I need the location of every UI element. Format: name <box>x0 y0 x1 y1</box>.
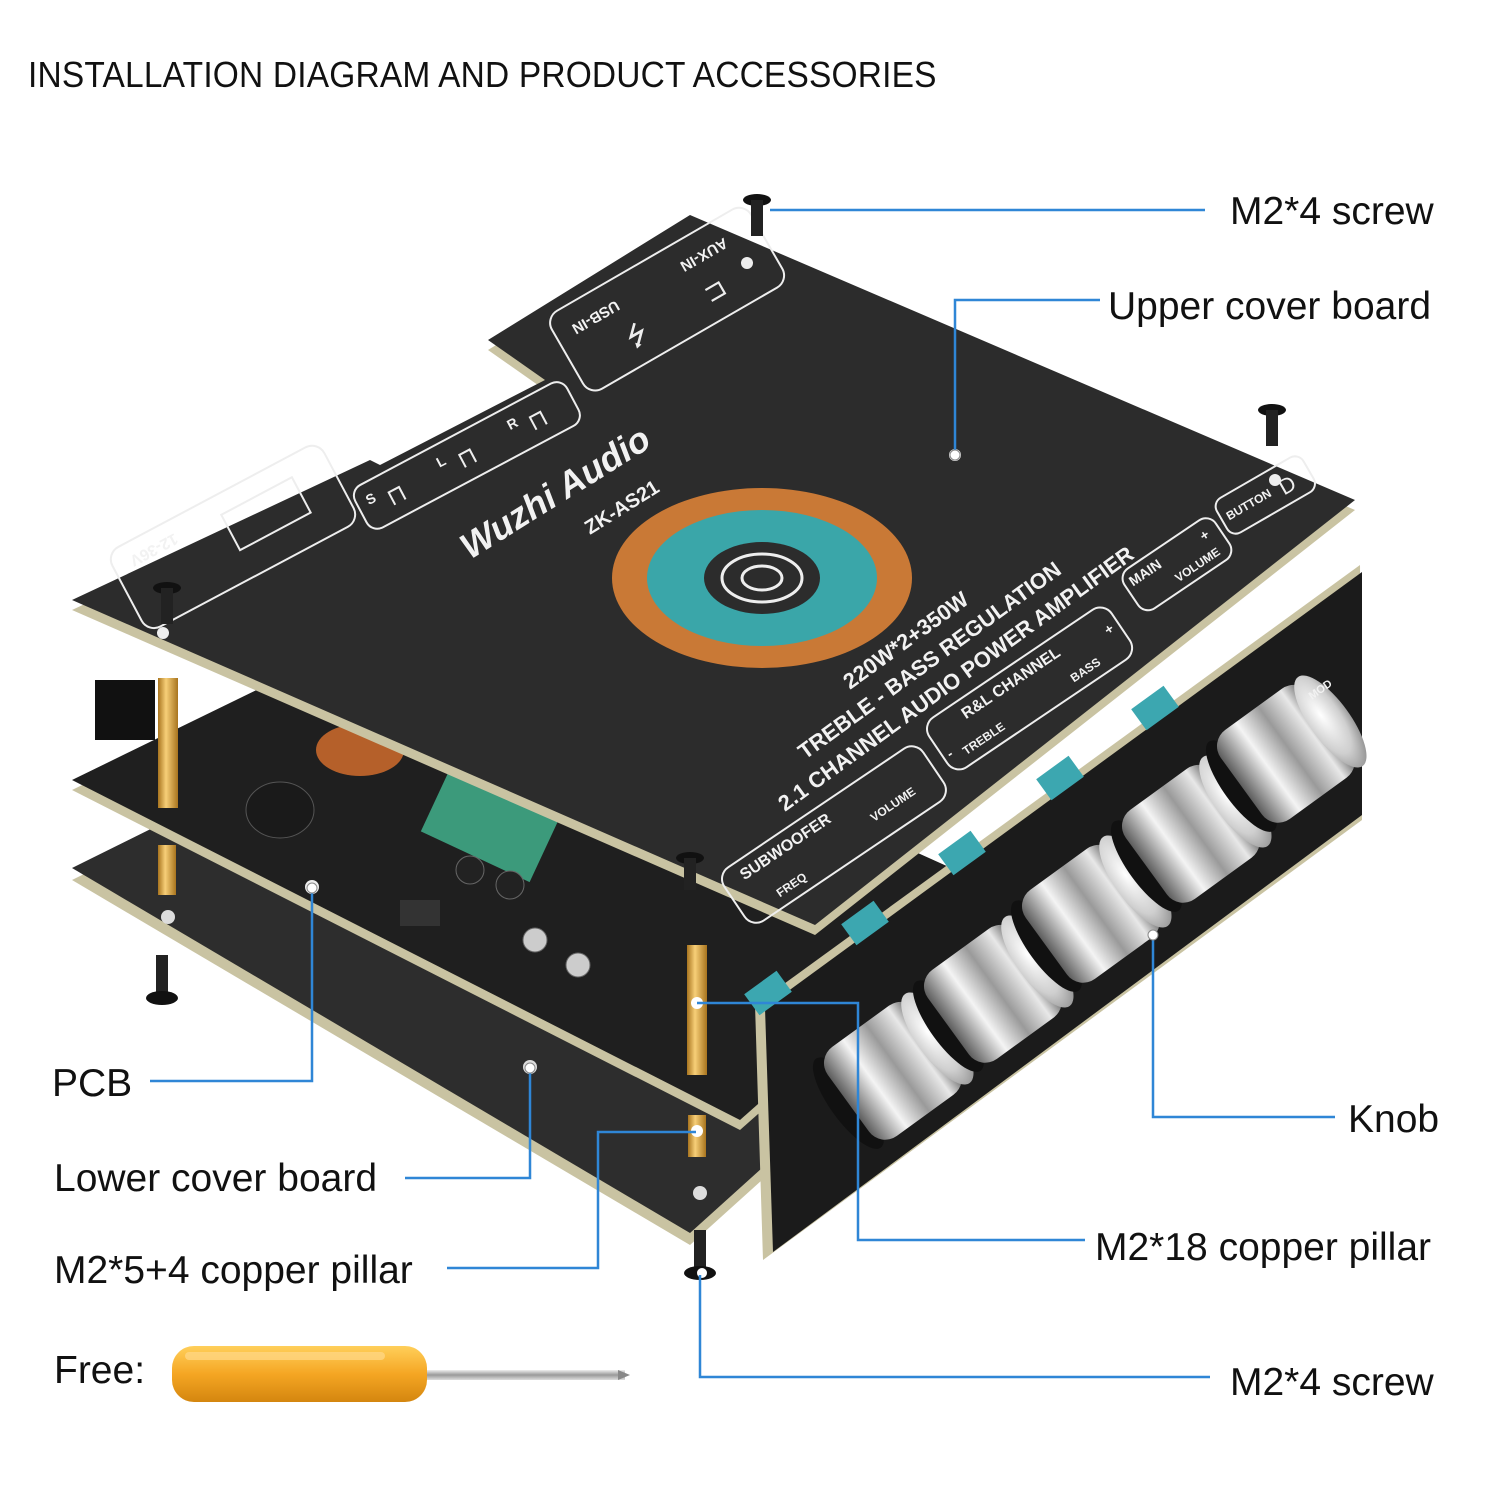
capacitor <box>495 870 525 900</box>
screw-icon <box>743 194 771 236</box>
leader-short-pillar <box>447 1130 696 1270</box>
callout-long-pillar: M2*18 copper pillar <box>1095 1226 1432 1269</box>
page-title: INSTALLATION DIAGRAM AND PRODUCT ACCESSO… <box>28 54 937 95</box>
mount-hole <box>161 910 175 924</box>
callout-screw-bottom: M2*4 screw <box>1230 1361 1434 1404</box>
inductor <box>245 781 315 839</box>
callout-pcb: PCB <box>52 1062 133 1105</box>
leader-knob <box>1151 935 1335 1119</box>
leader-lines <box>150 208 1335 1379</box>
knob[interactable] <box>1194 665 1378 841</box>
knob[interactable] <box>999 825 1183 1001</box>
mount-hole <box>693 1186 707 1200</box>
screw-icon <box>1258 404 1286 446</box>
callout-short-pillar: M2*5+4 copper pillar <box>54 1249 413 1292</box>
callout-upper-cover-board: Upper cover board <box>1108 285 1432 328</box>
capacitor <box>455 855 485 885</box>
leader-pcb <box>150 888 314 1083</box>
capacitor <box>522 927 548 953</box>
capacitor-bank <box>420 767 560 883</box>
mount-hole <box>1269 474 1281 486</box>
callout-knob: Knob <box>1348 1098 1440 1141</box>
terminal-icon <box>219 475 313 552</box>
leader-long-pillar <box>697 1001 1085 1242</box>
short-copper-pillar <box>158 845 706 1157</box>
dc-jack <box>95 680 155 740</box>
screw-icon <box>684 1230 716 1280</box>
leader-lower-cover <box>405 1068 532 1180</box>
screw-icon <box>153 582 181 624</box>
callout-free: Free: <box>54 1349 146 1392</box>
mount-hole <box>741 257 753 269</box>
screw-icon <box>146 955 178 1005</box>
upper-cover-board: Wuzhi Audio ZK-AS21 220W*2+350W TREBLE -… <box>72 206 1355 935</box>
capacitor <box>565 952 591 978</box>
chip <box>400 900 440 926</box>
long-copper-pillar <box>158 678 707 1075</box>
screw-icon <box>676 852 704 890</box>
screwdriver-icon <box>172 1346 630 1402</box>
leader-screw-bottom <box>698 1275 1210 1379</box>
leader-upper-cover <box>953 298 1100 455</box>
mount-hole <box>157 627 169 639</box>
callout-screw-top: M2*4 screw <box>1230 190 1434 233</box>
callout-lower-cover-board: Lower cover board <box>54 1157 378 1200</box>
